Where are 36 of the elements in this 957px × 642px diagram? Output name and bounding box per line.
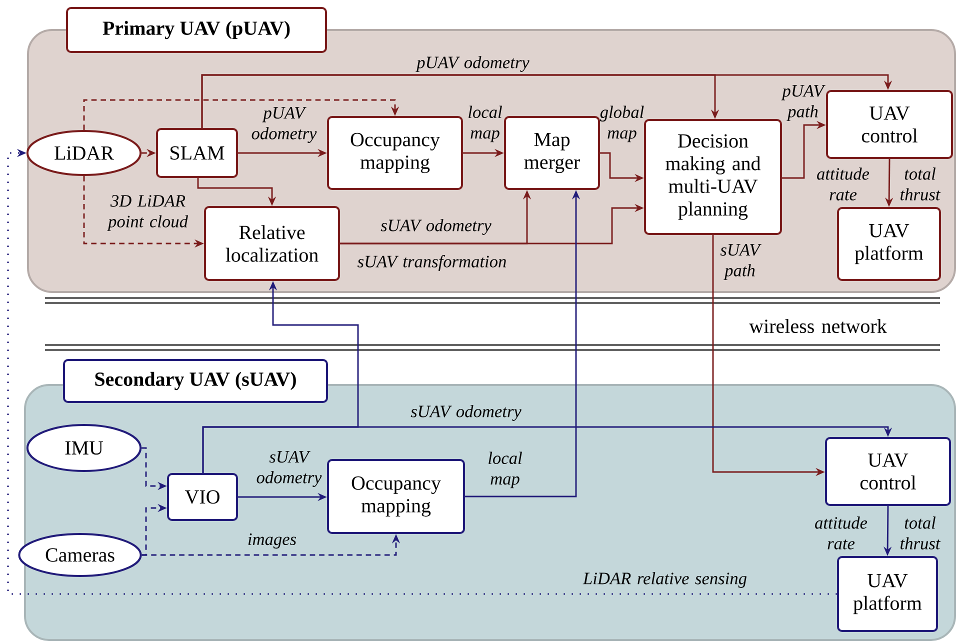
- edge-label: attitude rate: [817, 168, 870, 200]
- edge-label: pUAV odometry: [252, 107, 317, 143]
- edge-label: sUAV odometry: [256, 451, 322, 487]
- edge-label: sUAV transformation: [358, 255, 506, 271]
- edge-label: local map: [468, 106, 502, 142]
- process-box: Relative localization: [204, 206, 340, 281]
- arrow: [7, 148, 837, 595]
- signal-label: total thrust: [900, 516, 941, 550]
- group-title: Primary UAV (pUAV): [66, 7, 327, 53]
- process-box: Occupancy mapping: [327, 459, 465, 534]
- arrow: [201, 74, 892, 128]
- network-label: wireless network: [749, 318, 887, 334]
- process-box: Occupancy mapping: [327, 116, 463, 190]
- process-box: UAV control: [826, 90, 953, 159]
- arrow: [202, 426, 892, 473]
- edge-label: attitude rate: [815, 516, 868, 550]
- edge-label: local map: [488, 452, 522, 488]
- process-box: UAV platform: [837, 556, 938, 632]
- arrow: [83, 99, 400, 130]
- edge-label: images: [248, 533, 296, 549]
- process-box: Decision making and multi-UAV planning: [644, 119, 782, 235]
- edge-label: pUAV odometry: [416, 56, 530, 72]
- edge-label: sUAV odometry: [380, 219, 492, 235]
- process-box: Map merger: [504, 116, 600, 190]
- process-box: VIO: [167, 473, 238, 521]
- process-box: UAV control: [825, 437, 951, 506]
- edge-label: sUAV odometry: [410, 405, 522, 421]
- signal-label: total thrust: [900, 168, 941, 200]
- edge-label: global map: [600, 106, 644, 142]
- group-title: Secondary UAV (sUAV): [63, 359, 328, 403]
- edge-label: pUAV path: [781, 85, 826, 121]
- process-box: SLAM: [156, 128, 238, 178]
- edge-label: sUAV path: [720, 244, 762, 280]
- edge-label: LiDAR relative sensing: [582, 572, 746, 588]
- process-box: UAV platform: [837, 207, 941, 281]
- edge-label: 3D LiDAR point cloud: [107, 195, 188, 231]
